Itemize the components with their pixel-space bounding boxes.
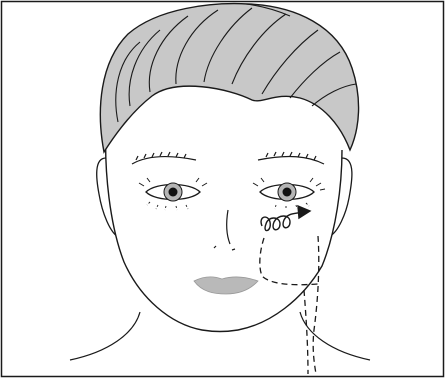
illustration-frame	[0, 0, 445, 378]
face-diagram	[0, 0, 445, 378]
